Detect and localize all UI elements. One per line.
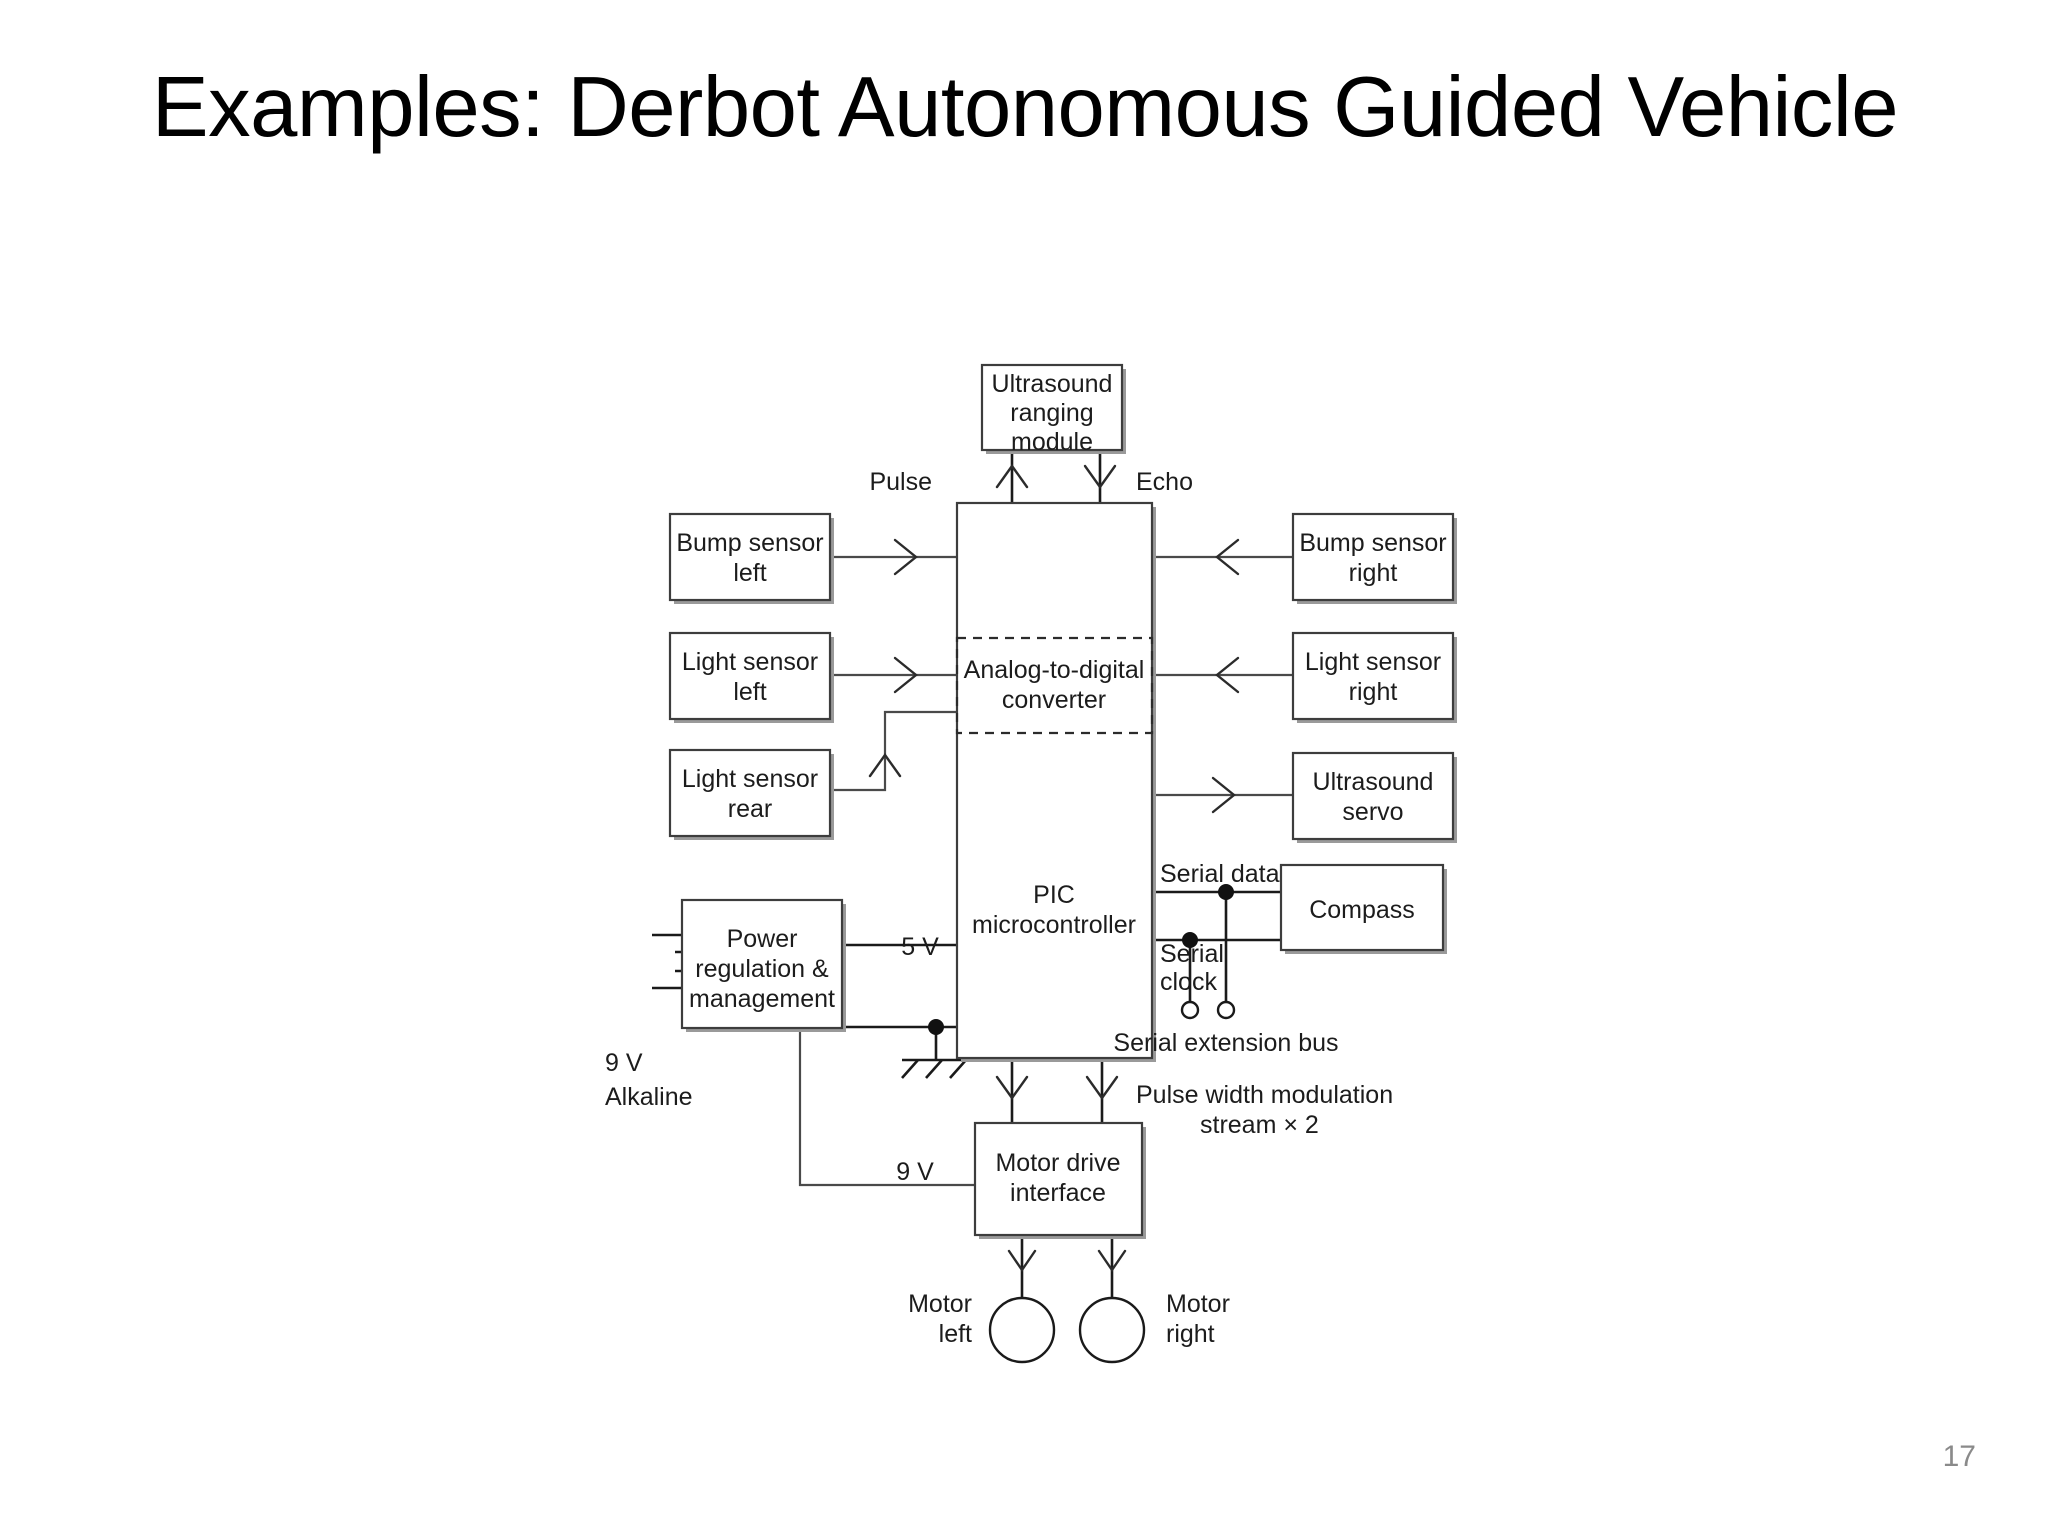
motor-right-symbol bbox=[1078, 1296, 1146, 1364]
label-battery-1: 9 V bbox=[605, 1049, 643, 1077]
power-label-2: regulation & bbox=[695, 955, 829, 983]
pic-label-2: microcontroller bbox=[972, 911, 1136, 939]
block-analog-to-digital-converter: Analog-to-digital converter bbox=[955, 636, 1154, 735]
label-serial-extension-bus: Serial extension bus bbox=[1113, 1029, 1338, 1057]
label-pwm-2: stream × 2 bbox=[1200, 1111, 1319, 1139]
ground-symbol bbox=[901, 1058, 970, 1079]
block-ultrasound-servo: Ultrasound servo bbox=[1291, 751, 1457, 843]
block-power-regulation: Power regulation & management bbox=[680, 898, 846, 1032]
label-serial-clock-2: clock bbox=[1160, 968, 1217, 996]
label-motor-left-1: Motor bbox=[908, 1290, 972, 1318]
label-serial-data: Serial data bbox=[1160, 860, 1280, 888]
label-serial-clock-1: Serial bbox=[1160, 940, 1224, 968]
bump-right-label-1: Bump sensor bbox=[1299, 529, 1446, 557]
power-label-3: management bbox=[689, 985, 835, 1013]
compass-label: Compass bbox=[1309, 896, 1415, 924]
bus-terminal-clock bbox=[1180, 1000, 1200, 1020]
label-pwm-1: Pulse width modulation bbox=[1136, 1081, 1393, 1109]
bump-left-label-2: left bbox=[733, 559, 766, 587]
label-9v-rail: 9 V bbox=[896, 1158, 934, 1186]
light-rear-label-1: Light sensor bbox=[682, 765, 818, 793]
label-motor-right-1: Motor bbox=[1166, 1290, 1230, 1318]
block-ultrasound-ranging-module: Ultrasound ranging module bbox=[980, 363, 1126, 456]
block-bump-sensor-left: Bump sensor left bbox=[668, 512, 834, 604]
label-pulse: Pulse bbox=[869, 468, 932, 496]
bump-right-label-2: right bbox=[1349, 559, 1398, 587]
motor-left-symbol bbox=[988, 1296, 1056, 1364]
motor-drive-label-1: Motor drive bbox=[995, 1149, 1120, 1177]
junction-dot-serial-clock bbox=[1182, 932, 1198, 948]
label-motor-left-2: left bbox=[939, 1320, 972, 1348]
ultrasound-module-label-1: Ultrasound bbox=[992, 370, 1113, 398]
junction-dot-serial-data bbox=[1218, 884, 1234, 900]
label-motor-right-2: right bbox=[1166, 1320, 1215, 1348]
block-light-sensor-right: Light sensor right bbox=[1291, 631, 1457, 723]
light-left-label-2: left bbox=[733, 678, 766, 706]
page-title: Examples: Derbot Autonomous Guided Vehic… bbox=[151, 60, 1899, 155]
power-label-1: Power bbox=[727, 925, 798, 953]
ultrasound-servo-label-2: servo bbox=[1342, 798, 1403, 826]
page-number: 17 bbox=[1942, 1440, 1976, 1473]
block-motor-drive-interface: Motor drive interface bbox=[973, 1121, 1146, 1239]
block-bump-sensor-right: Bump sensor right bbox=[1291, 512, 1457, 604]
ultrasound-module-label-3: module bbox=[1011, 428, 1093, 456]
bus-terminal-data bbox=[1216, 1000, 1236, 1020]
ultrasound-module-label-2: ranging bbox=[1010, 399, 1093, 427]
junction-dot-ground bbox=[928, 1019, 944, 1035]
light-rear-label-2: rear bbox=[728, 795, 772, 823]
label-battery-2: Alkaline bbox=[605, 1083, 693, 1111]
adc-label-1: Analog-to-digital bbox=[964, 656, 1145, 684]
light-right-label-2: right bbox=[1349, 678, 1398, 706]
block-pic-microcontroller: PIC microcontroller bbox=[955, 501, 1156, 1062]
pic-label-1: PIC bbox=[1033, 881, 1075, 909]
block-light-sensor-rear: Light sensor rear bbox=[668, 748, 834, 840]
label-5v: 5 V bbox=[901, 933, 939, 961]
light-right-label-1: Light sensor bbox=[1305, 648, 1441, 676]
block-compass: Compass bbox=[1279, 863, 1447, 954]
adc-label-2: converter bbox=[1002, 686, 1106, 714]
light-left-label-1: Light sensor bbox=[682, 648, 818, 676]
bump-left-label-1: Bump sensor bbox=[676, 529, 823, 557]
motor-drive-label-2: interface bbox=[1010, 1179, 1106, 1207]
ultrasound-servo-label-1: Ultrasound bbox=[1313, 768, 1434, 796]
label-echo: Echo bbox=[1136, 468, 1193, 496]
block-light-sensor-left: Light sensor left bbox=[668, 631, 834, 723]
